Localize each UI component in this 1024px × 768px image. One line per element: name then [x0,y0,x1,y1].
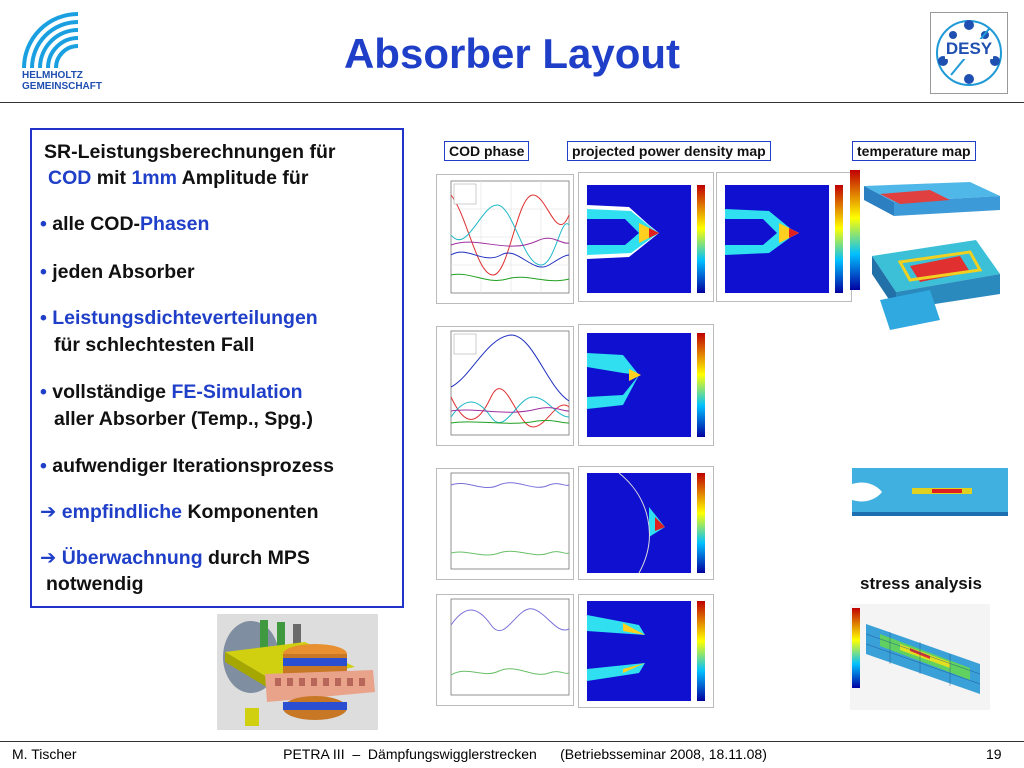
footer-page-number: 19 [986,746,1002,762]
bullet-icon: • [40,261,47,283]
a2-rest: durch MPS [202,547,310,569]
b1-pre: alle COD- [52,213,141,235]
desy-logo: DESY [930,12,1008,94]
bullet-cod-phases: • alle COD-Phasen [40,212,209,236]
bullet-each-absorber: • jeden Absorber [40,260,195,284]
power-density-map-3 [578,324,714,446]
label-power-density-map: projected power density map [567,141,771,161]
power-map-4-figure [587,472,705,574]
arrow-monitoring-line2: notwendig [46,573,144,595]
cod-plot-2-figure [450,330,570,436]
power-map-5-figure [587,601,705,701]
arrow-right-icon: ➔ [40,547,57,569]
logo-line2: GEMEINSCHAFT [22,81,102,92]
b2-text: jeden Absorber [52,261,195,283]
cod-plot-4-figure [450,598,570,696]
temperature-map-1 [850,170,1008,366]
bullet-power-density: • Leistungsdichteverteilungen [40,306,318,330]
footer-divider [0,741,1024,742]
intro-cod: COD [48,167,92,189]
arrow-sensitive: ➔ empfindliche Komponenten [40,500,319,524]
summary-textbox: SR-Leistungsberechnungen für COD mit 1mm… [30,128,404,608]
helmholtz-logo-text: HELMHOLTZ GEMEINSCHAFT [22,70,102,92]
helmholtz-logo [18,8,98,98]
intro-line1: SR-Leistungsberechnungen für [44,140,335,164]
b1-hl: Phasen [140,213,210,235]
arrow-monitoring: ➔ Überwachnung durch MPS [40,546,310,570]
helmholtz-arcs-icon [22,12,79,69]
label-stress-analysis: stress analysis [860,574,982,593]
bullet-icon: • [40,455,47,477]
desy-logo-text: DESY [945,39,993,59]
power-density-map-1 [578,172,714,302]
power-density-map-5 [578,594,714,708]
page-title: Absorber Layout [343,30,681,77]
intro-sr: SR- [44,141,78,163]
bullet-fe-simulation-line2: aller Absorber (Temp., Spg.) [54,408,313,430]
cod-phase-plot-2 [436,326,574,446]
temperature-map-2 [852,468,1008,516]
b4-hl: FE-Simulation [171,381,303,403]
power-density-map-2 [716,172,852,302]
b5-text: aufwendiger Iterationsprozess [52,455,334,477]
cod-plot-3-figure [450,472,570,570]
power-map-3-figure [587,333,705,437]
a1-hl: empfindliche [61,501,183,523]
bullet-fe-simulation: • vollständige FE-Simulation [40,380,303,404]
b3-hl: Leistungsdichteverteilungen [52,307,318,329]
power-map-1-figure [587,185,705,293]
temperature-map-figure [850,170,1000,330]
bullet-power-density-line2: für schlechtesten Fall [54,334,255,356]
label-temperature-map: temperature map [852,141,976,161]
arrow-right-icon: ➔ [40,501,57,523]
header-divider [0,102,1024,103]
intro-mit: mit [91,167,132,189]
absorber-model-illustration [217,614,378,730]
label-cod-phase: COD phase [444,141,530,161]
intro-rest: Amplitude für [176,167,309,189]
bullet-icon: • [40,307,47,329]
cod-phase-plot-1 [436,174,574,304]
stress-analysis-figure [850,604,990,710]
cod-phase-plot-4 [436,594,574,706]
bullet-icon: • [40,381,47,403]
power-density-map-4 [578,466,714,580]
temperature-map-2-figure [852,468,1008,516]
stress-analysis-image [850,604,990,710]
absorber-3d-model [215,612,380,732]
a2-hl: Überwachnung [61,547,203,569]
logo-line1: HELMHOLTZ [22,70,83,81]
power-map-2-figure [725,185,843,293]
bullet-iteration: • aufwendiger Iterationsprozess [40,454,334,478]
a1-rest: Komponenten [182,501,319,523]
footer-event: PETRA III – Dämpfungswigglerstrecken (Be… [283,746,767,762]
cod-phase-plot-3 [436,468,574,580]
footer-author: M. Tischer [12,746,77,762]
bullet-icon: • [40,213,47,235]
intro-1mm: 1mm [131,167,177,189]
intro-line2: COD mit 1mm Amplitude für [48,166,308,190]
intro-calc: Leistungsberechnungen für [77,141,336,163]
b4-pre: vollständige [52,381,172,403]
cod-plot-1-figure [450,180,570,294]
